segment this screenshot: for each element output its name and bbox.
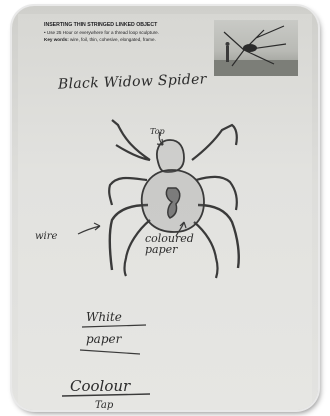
underline-white: [82, 325, 146, 327]
label-coloured-paper: coloured paper: [145, 233, 211, 255]
material-tape: Tap: [95, 400, 113, 411]
material-paper: paper: [86, 332, 121, 346]
underline-paper: [80, 350, 140, 354]
spider-leg-left-1: [112, 120, 150, 160]
arrow-wire: [78, 223, 100, 234]
label-paper-inside: paper: [145, 244, 211, 255]
material-white: White: [86, 310, 122, 324]
label-wire: wire: [35, 231, 57, 242]
spider-leg-left-3: [110, 205, 148, 270]
label-top: Top: [150, 127, 165, 136]
spider-leg-right-1: [192, 125, 237, 160]
material-colour: Coolour: [70, 377, 130, 395]
